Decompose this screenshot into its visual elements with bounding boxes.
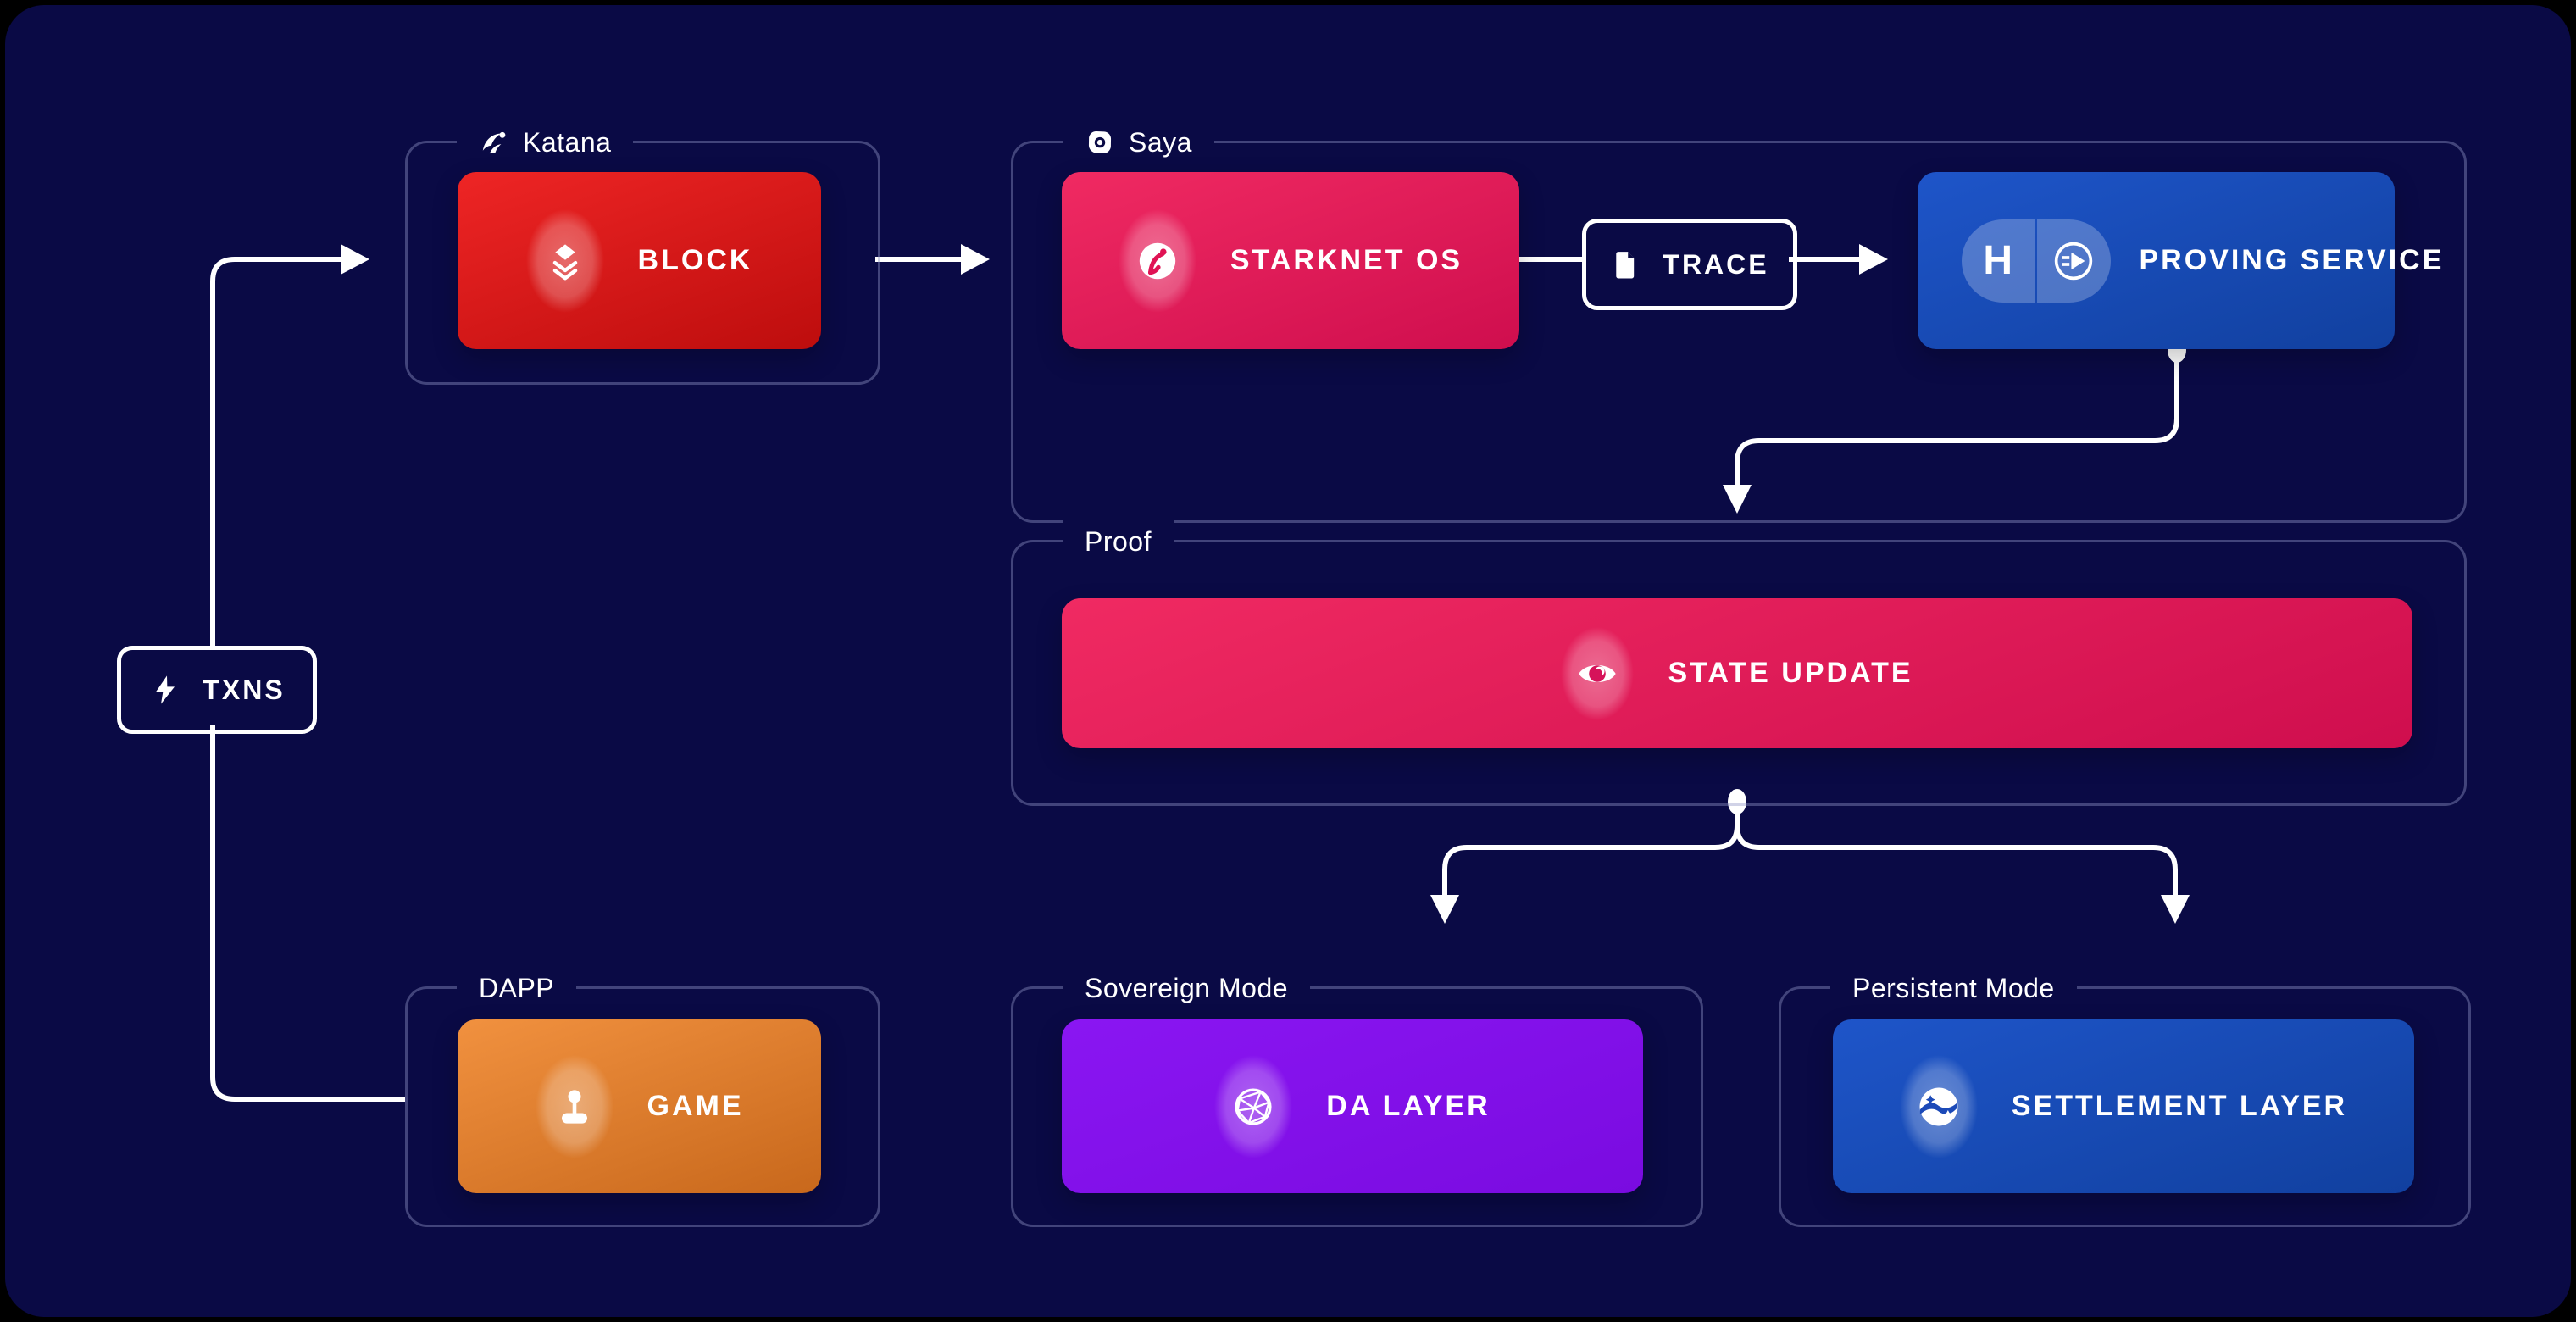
group-proof-label: Proof [1063, 520, 1174, 563]
saya-icon [1088, 131, 1112, 154]
node-proving-service: H PROVING SERVICE [1918, 172, 2445, 349]
node-label: BLOCK [637, 244, 753, 276]
node-label: STATE UPDATE [1668, 657, 1913, 689]
node-label: SETTLEMENT LAYER [2011, 1090, 2348, 1122]
node-trace: TRACE [1582, 219, 1797, 310]
lightning-icon [156, 675, 175, 704]
joystick-icon [535, 1054, 613, 1158]
group-proof: Proof [1011, 520, 2467, 806]
group-katana: Katana [405, 121, 880, 385]
group-dapp-label: DAPP [457, 967, 577, 1009]
group-title: DAPP [479, 972, 555, 1003]
node-label: STARKNET OS [1230, 244, 1463, 276]
node-txns: TXNS [117, 646, 317, 734]
katana-icon [482, 131, 506, 154]
group-title: Saya [1129, 126, 1192, 158]
node-block: BLOCK [458, 172, 821, 349]
group-dapp: DAPP [405, 967, 880, 1227]
stack-icon [525, 208, 604, 313]
starknet-icon [1118, 208, 1196, 313]
node-game: GAME [458, 1019, 821, 1193]
group-katana-label: Katana [457, 121, 634, 164]
globe-icon [1214, 1054, 1293, 1158]
prover-badges: H [1961, 219, 2111, 303]
settlement-icon [1899, 1054, 1978, 1158]
herodotus-icon: H [1961, 219, 2035, 303]
eye-icon [1561, 626, 1635, 720]
node-starknet-os: STARKNET OS [1062, 172, 1519, 349]
node-state-update: STATE UPDATE [1062, 598, 2412, 748]
group-title: Persistent Mode [1852, 972, 2055, 1003]
group-title: Katana [523, 126, 612, 158]
node-label: TXNS [203, 674, 286, 705]
herodotus-letter: H [1983, 238, 2013, 283]
prover-icon [2037, 219, 2111, 303]
group-sovereign-label: Sovereign Mode [1063, 967, 1311, 1009]
group-persistent-label: Persistent Mode [1830, 967, 2077, 1009]
group-sovereign-mode: Sovereign Mode [1011, 967, 1703, 1227]
node-label: GAME [647, 1090, 744, 1122]
document-icon [1616, 252, 1635, 279]
group-saya-label: Saya [1063, 121, 1214, 164]
group-title: Proof [1085, 525, 1152, 557]
node-label: DA LAYER [1326, 1090, 1491, 1122]
group-title: Sovereign Mode [1085, 972, 1289, 1003]
node-settlement-layer: SETTLEMENT LAYER [1833, 1019, 2414, 1193]
group-persistent-mode: Persistent Mode [1779, 967, 2471, 1227]
node-label: PROVING SERVICE [2139, 244, 2445, 277]
group-saya: Saya [1011, 121, 2467, 523]
node-label: TRACE [1663, 248, 1769, 280]
node-da-layer: DA LAYER [1062, 1019, 1643, 1193]
